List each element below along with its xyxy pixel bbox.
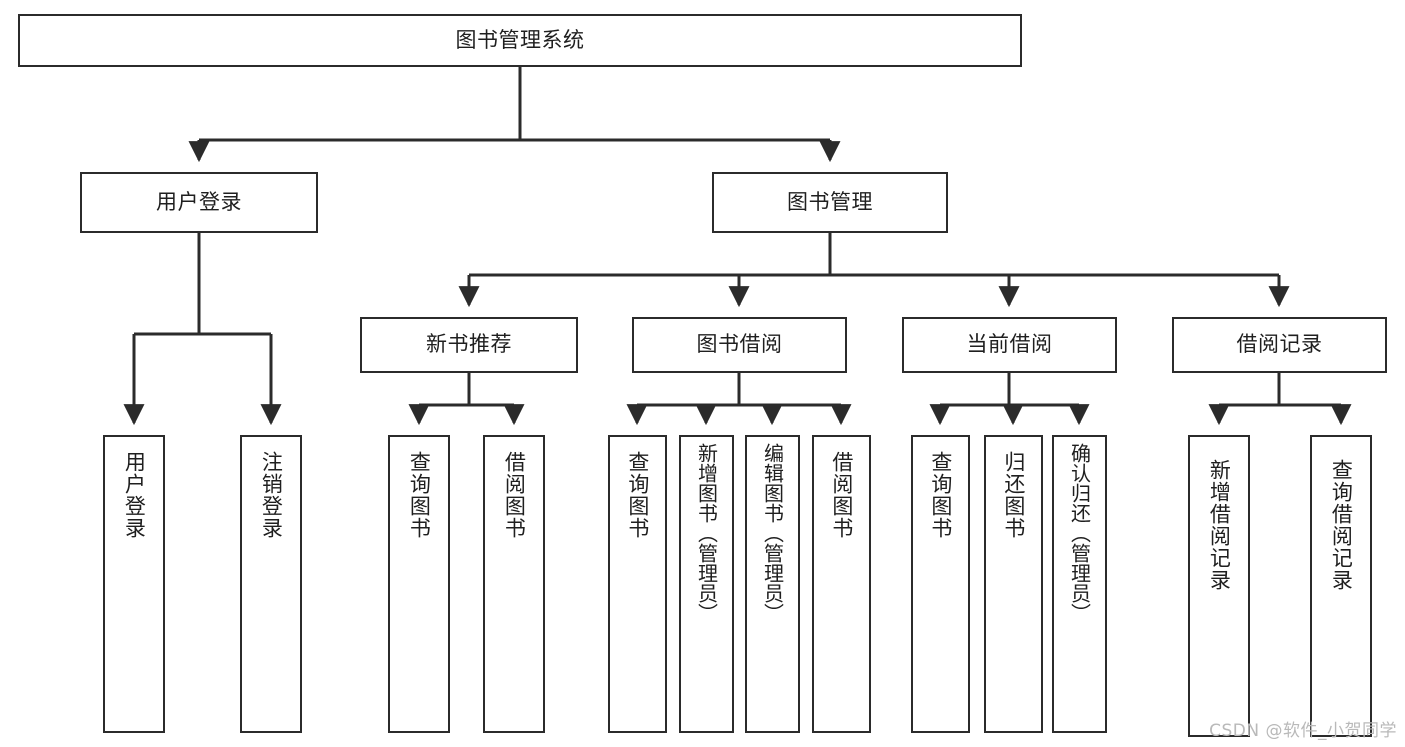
node-leaf-rec-query-book[interactable]: 查询图书 [388,435,450,733]
node-leaf-borrow-query-book-label: 查询图书 [625,451,650,539]
node-user-login-label: 用户登录 [156,189,242,214]
node-leaf-cur-return-book[interactable]: 归还图书 [984,435,1043,733]
node-leaf-cur-confirm-return[interactable]: 确认归还（管理员） [1052,435,1107,733]
node-leaf-borrow-edit-book-label: 编辑图书（管理员） [760,443,785,623]
node-leaf-user-logout-label: 注销登录 [259,451,284,539]
node-leaf-rec-query-record[interactable]: 查询借阅记录 [1310,435,1372,737]
node-leaf-borrow-lend-book-label: 借阅图书 [829,451,854,539]
node-leaf-cur-query-book[interactable]: 查询图书 [911,435,970,733]
node-leaf-rec-query-record-label: 查询借阅记录 [1329,459,1354,591]
node-new-book-rec[interactable]: 新书推荐 [360,317,578,373]
node-root-label: 图书管理系统 [455,27,585,52]
node-borrow-record-label: 借阅记录 [1236,332,1323,357]
node-book-manage[interactable]: 图书管理 [712,172,948,233]
node-book-borrow[interactable]: 图书借阅 [632,317,847,373]
node-leaf-borrow-add-book[interactable]: 新增图书（管理员） [679,435,734,733]
node-leaf-cur-query-book-label: 查询图书 [928,451,953,539]
node-book-borrow-label: 图书借阅 [696,332,783,357]
node-leaf-rec-borrow-book[interactable]: 借阅图书 [483,435,545,733]
node-leaf-user-logout[interactable]: 注销登录 [240,435,302,733]
node-current-borrow-label: 当前借阅 [966,332,1053,357]
node-leaf-user-login-label: 用户登录 [122,451,147,539]
node-leaf-borrow-add-book-label: 新增图书（管理员） [694,443,719,623]
node-root[interactable]: 图书管理系统 [18,14,1022,67]
node-leaf-cur-return-book-label: 归还图书 [1001,451,1026,539]
node-new-book-rec-label: 新书推荐 [426,332,512,357]
node-borrow-record[interactable]: 借阅记录 [1172,317,1387,373]
node-leaf-borrow-lend-book[interactable]: 借阅图书 [812,435,871,733]
node-leaf-user-login[interactable]: 用户登录 [103,435,165,733]
node-book-manage-label: 图书管理 [787,189,873,214]
node-leaf-cur-confirm-return-label: 确认归还（管理员） [1067,443,1092,623]
node-leaf-borrow-query-book[interactable]: 查询图书 [608,435,667,733]
node-leaf-borrow-edit-book[interactable]: 编辑图书（管理员） [745,435,800,733]
node-current-borrow[interactable]: 当前借阅 [902,317,1117,373]
node-leaf-rec-add-record-label: 新增借阅记录 [1207,459,1232,591]
node-leaf-rec-borrow-book-label: 借阅图书 [502,451,527,539]
node-leaf-rec-query-book-label: 查询图书 [407,451,432,539]
node-leaf-rec-add-record[interactable]: 新增借阅记录 [1188,435,1250,737]
node-user-login[interactable]: 用户登录 [80,172,318,233]
